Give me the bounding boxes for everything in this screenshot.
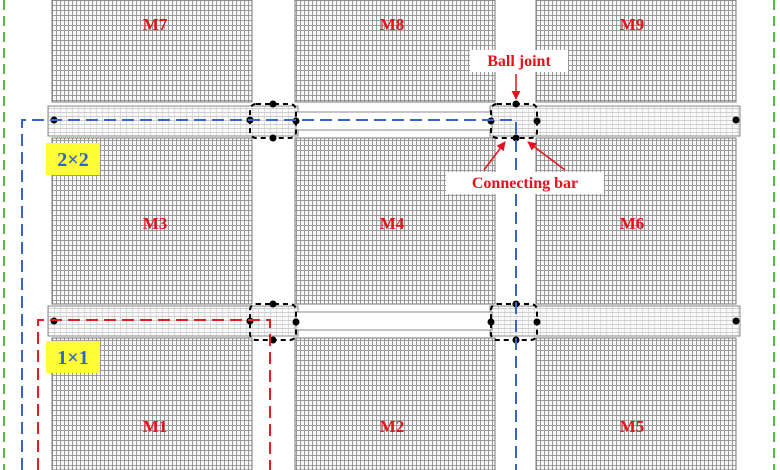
module-m5: M5 [535,337,737,470]
badge-2x2: 2×2 [46,143,100,175]
annotation-ball-joint: Ball joint [470,50,568,100]
module-grid: M7 M8 M9 M3 M4 M6 M1 M2 [51,0,737,470]
ball-joint-label: Ball joint [487,53,551,70]
connecting-bar-upper-left [47,105,299,137]
badge-2x2-label: 2×2 [57,149,88,171]
annotation-connecting-bar: Connecting bar [446,141,604,194]
module-label-m9: M9 [620,15,645,34]
connecting-bar-gap-mid [295,311,493,331]
badge-1x1-label: 1×1 [57,347,88,369]
module-m2: M2 [294,337,496,470]
module-label-m4: M4 [380,214,405,233]
connecting-bar-mid-left [47,305,299,337]
module-label-m1: M1 [143,417,168,436]
module-label-m6: M6 [620,214,645,233]
connecting-bar-upper-right [489,105,741,137]
connecting-bar-mid-right [489,305,741,337]
module-label-m2: M2 [380,417,405,436]
module-label-m7: M7 [143,15,168,34]
module-m8: M8 [294,0,496,103]
badge-1x1: 1×1 [46,341,100,373]
connecting-bar-arrow-left [483,141,506,171]
region-1x1-boundary [37,319,271,470]
outer-boundary [3,0,775,470]
module-label-m5: M5 [620,417,645,436]
module-m6: M6 [535,137,737,305]
module-m7: M7 [51,0,253,103]
region-2x2-boundary [21,119,517,470]
connecting-bar-arrow-right [527,141,566,171]
connecting-bar-label: Connecting bar [472,175,578,192]
module-m9: M9 [535,0,737,103]
module-label-m8: M8 [380,15,405,34]
joint-cluster-mid-left [249,300,300,344]
module-label-m3: M3 [143,214,168,233]
module-m4: M4 [294,137,496,305]
